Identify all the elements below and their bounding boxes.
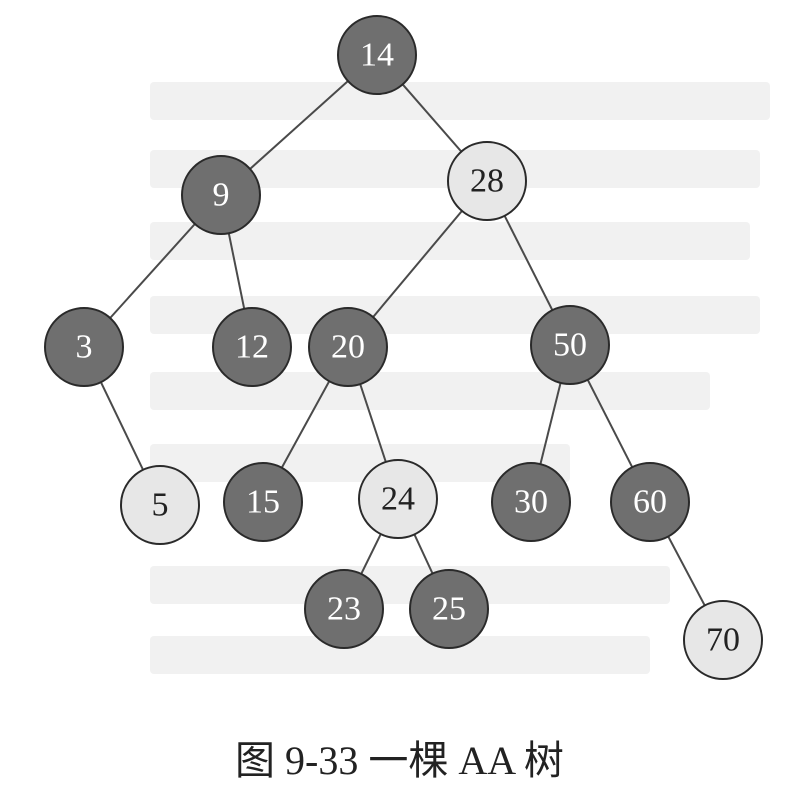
node-label: 9: [213, 177, 230, 214]
tree-node-3: 3: [44, 307, 124, 387]
node-circle: [304, 569, 384, 649]
node-label: 30: [514, 484, 548, 521]
tree-node-70: 70: [683, 600, 763, 680]
node-label: 24: [381, 481, 415, 518]
tree-edges: [83, 54, 724, 641]
node-circle: [530, 305, 610, 385]
node-label: 14: [360, 37, 394, 74]
node-circle: [44, 307, 124, 387]
tree-nodes: 14 9 28 3 12 20 50 5 15 24 30 60 23 25 70: [44, 15, 763, 680]
node-circle: [181, 155, 261, 235]
tree-node-9: 9: [181, 155, 261, 235]
node-circle: [358, 459, 438, 539]
node-label: 50: [553, 327, 587, 364]
tree-node-15: 15: [223, 462, 303, 542]
node-label: 60: [633, 484, 667, 521]
tree-node-30: 30: [491, 462, 571, 542]
tree-node-12: 12: [212, 307, 292, 387]
node-circle: [610, 462, 690, 542]
node-circle: [447, 141, 527, 221]
node-label: 23: [327, 591, 361, 628]
node-circle: [212, 307, 292, 387]
node-label: 25: [432, 591, 466, 628]
node-label: 20: [331, 329, 365, 366]
node-circle: [223, 462, 303, 542]
node-circle: [308, 307, 388, 387]
tree-node-60: 60: [610, 462, 690, 542]
node-label: 5: [152, 487, 169, 524]
node-circle: [409, 569, 489, 649]
node-circle: [337, 15, 417, 95]
node-circle: [120, 465, 200, 545]
tree-node-5: 5: [120, 465, 200, 545]
node-label: 12: [235, 329, 269, 366]
tree-node-20: 20: [308, 307, 388, 387]
tree-node-14: 14: [337, 15, 417, 95]
tree-node-25: 25: [409, 569, 489, 649]
tree-node-50: 50: [530, 305, 610, 385]
node-label: 70: [706, 622, 740, 659]
tree-node-24: 24: [358, 459, 438, 539]
tree-node-23: 23: [304, 569, 384, 649]
node-circle: [491, 462, 571, 542]
tree-node-28: 28: [447, 141, 527, 221]
node-label: 28: [470, 163, 504, 200]
node-label: 3: [76, 329, 93, 366]
figure-caption: 图 9-33 一棵 AA 树: [235, 738, 564, 783]
node-circle: [683, 600, 763, 680]
node-label: 15: [246, 484, 280, 521]
